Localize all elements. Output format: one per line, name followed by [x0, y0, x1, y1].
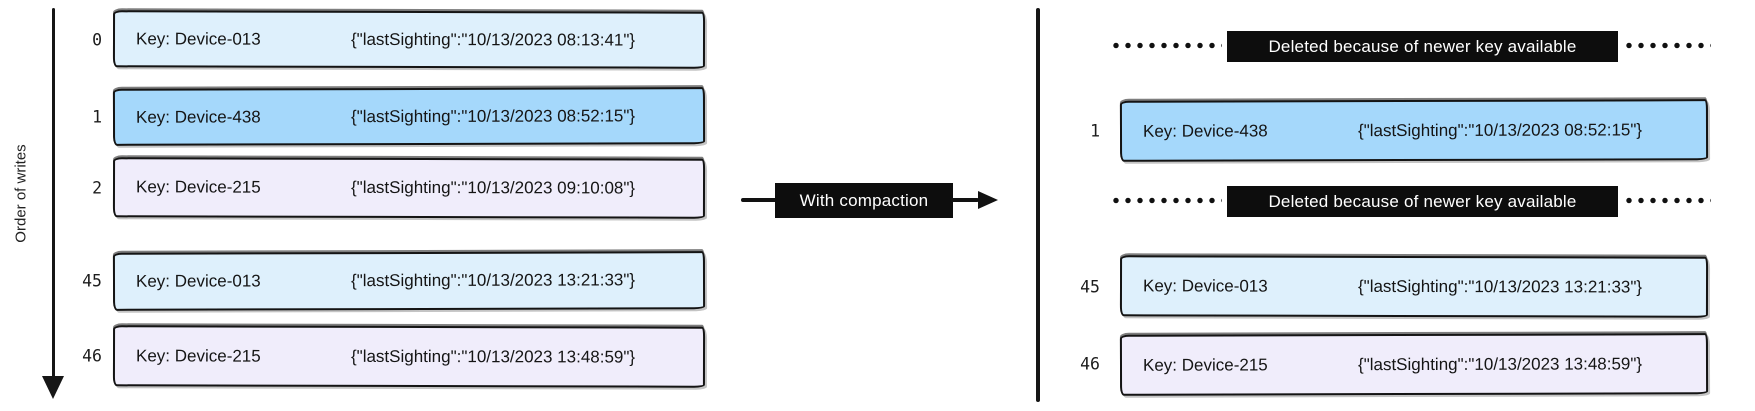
record-key: Key: Device-013: [1142, 275, 1268, 296]
write-index: 2: [92, 178, 102, 198]
order-of-writes-label: Order of writes: [12, 144, 30, 243]
deleted-record-label: Deleted because of newer key available: [1227, 31, 1618, 62]
record-box: Key: Device-215 {"lastSighting":"10/13/2…: [112, 325, 706, 388]
record-value: {"lastSighting":"10/13/2023 08:13:41"}: [350, 29, 636, 50]
record-box: Key: Device-438 {"lastSighting":"10/13/2…: [1119, 99, 1709, 162]
record-box: Key: Device-438 {"lastSighting":"10/13/2…: [112, 87, 706, 146]
record-key: Key: Device-438: [135, 106, 261, 127]
write-index: 46: [1080, 354, 1100, 374]
record-key: Key: Device-215: [135, 345, 261, 366]
write-index: 45: [82, 271, 102, 291]
dotted-line: [1623, 42, 1711, 49]
record-box: Key: Device-013 {"lastSighting":"10/13/2…: [112, 10, 706, 69]
record-value: {"lastSighting":"10/13/2023 13:21:33"}: [350, 270, 636, 291]
compacted-log-axis-line: [1036, 8, 1040, 402]
record-key: Key: Device-215: [1142, 354, 1268, 375]
arrow-line: [741, 198, 777, 202]
record-key: Key: Device-438: [1142, 120, 1268, 141]
right-arrowhead-icon: [978, 191, 998, 209]
write-index: 45: [1080, 277, 1100, 297]
record-key: Key: Device-215: [135, 177, 261, 197]
record-value: {"lastSighting":"10/13/2023 13:48:59"}: [1357, 353, 1643, 374]
write-index: 46: [82, 346, 102, 366]
write-index: 1: [92, 107, 102, 127]
down-arrowhead-icon: [41, 376, 64, 399]
dotted-line: [1110, 197, 1222, 204]
dotted-line: [1110, 42, 1222, 49]
record-box: Key: Device-013 {"lastSighting":"10/13/2…: [112, 251, 706, 311]
deleted-record-label: Deleted because of newer key available: [1227, 186, 1618, 217]
compaction-arrow-label: With compaction: [775, 183, 953, 218]
record-value: {"lastSighting":"10/13/2023 09:10:08"}: [350, 177, 636, 198]
record-value: {"lastSighting":"10/13/2023 13:21:33"}: [1357, 276, 1643, 297]
arrow-line: [951, 198, 979, 202]
order-axis-line: [51, 8, 55, 378]
record-value: {"lastSighting":"10/13/2023 08:52:15"}: [1357, 119, 1643, 140]
record-box: Key: Device-215 {"lastSighting":"10/13/2…: [112, 157, 706, 219]
dotted-line: [1623, 197, 1711, 204]
record-value: {"lastSighting":"10/13/2023 13:48:59"}: [350, 346, 636, 367]
record-box: Key: Device-013 {"lastSighting":"10/13/2…: [1119, 255, 1709, 318]
write-index: 0: [92, 30, 102, 50]
record-key: Key: Device-013: [135, 28, 261, 49]
record-key: Key: Device-013: [135, 271, 261, 291]
write-index: 1: [1090, 121, 1100, 141]
record-value: {"lastSighting":"10/13/2023 08:52:15"}: [350, 105, 636, 126]
record-box: Key: Device-215 {"lastSighting":"10/13/2…: [1119, 333, 1709, 396]
